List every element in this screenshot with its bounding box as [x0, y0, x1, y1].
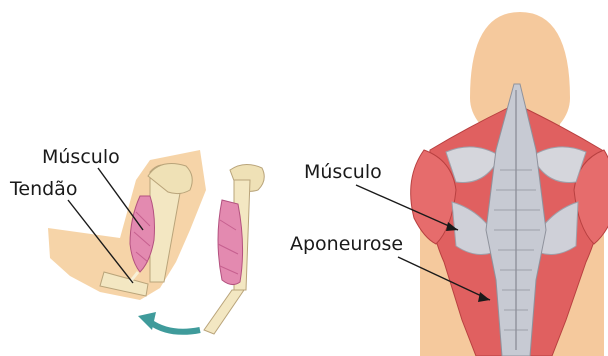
arm-muscle-label: Músculo — [42, 146, 120, 168]
curved-arrow-icon — [138, 312, 200, 332]
back-aponeurosis-label: Aponeurose — [290, 233, 403, 255]
biceps-muscle-2 — [218, 200, 243, 285]
extended-arm — [204, 164, 264, 334]
back-figure — [411, 12, 608, 356]
arm-tendon-label: Tendão — [9, 178, 77, 200]
flexed-arm — [48, 150, 206, 300]
back-muscle-label: Músculo — [304, 161, 382, 183]
forearm-bone-2 — [204, 290, 244, 334]
